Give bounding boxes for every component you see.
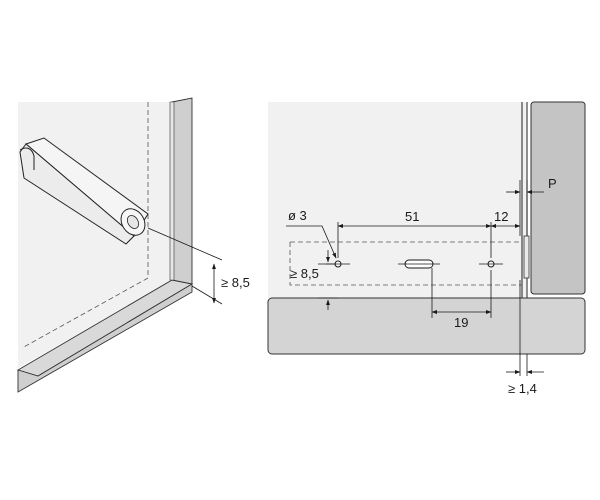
side-wall-inner: [169, 101, 175, 281]
device-dashed-outline: [289, 241, 522, 286]
left-perspective-view: ≥ 8,5: [16, 97, 250, 393]
center-lines: [326, 180, 528, 376]
right-elevation-view: 51 12 P ø 3 ≥ 8,5 19 ≥ 1,4: [267, 101, 586, 396]
dim-slot: 19: [454, 315, 468, 330]
dim-edge: 12: [494, 209, 508, 224]
dim-left-gap: ≥ 8,5: [221, 275, 250, 290]
side-panel: [530, 101, 586, 295]
bottom-panel: [267, 297, 586, 355]
ext-line-lower: [191, 285, 223, 305]
cabinet-dashed-outline: [21, 102, 149, 349]
dim-offset: ≥ 8,5: [290, 266, 319, 281]
push-latch-device: [19, 137, 149, 245]
dim-diameter: ø 3: [288, 208, 307, 223]
ext-line-upper: [147, 227, 223, 261]
leader-diameter: [286, 225, 337, 259]
cabinet-back: [268, 102, 526, 298]
bottom-panel-front: [17, 283, 193, 393]
device-end: [523, 235, 530, 279]
dim-min-gap: ≥ 1,4: [508, 381, 537, 396]
dim-spacing: 51: [405, 209, 419, 224]
dim-param: P: [548, 176, 557, 191]
side-wall-face: [171, 97, 193, 285]
